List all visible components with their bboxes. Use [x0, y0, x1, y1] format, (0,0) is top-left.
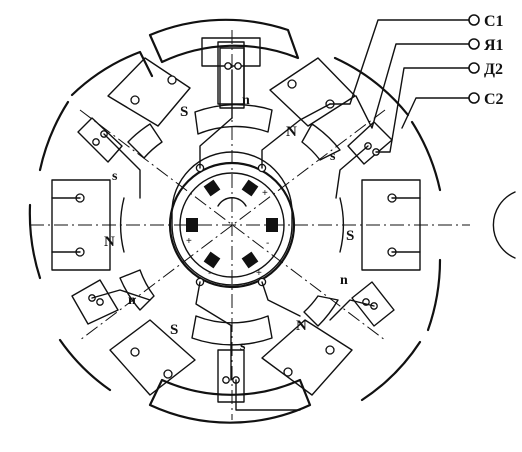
pole-label-bottom-left: S [170, 322, 178, 338]
terminal-c1-label: С1 [484, 13, 504, 30]
terminal-ya1[interactable]: Я1 [468, 37, 504, 54]
terminal-ya1-label: Я1 [484, 37, 504, 54]
brush-lower-right [241, 251, 259, 269]
pole-label-right: S [346, 228, 354, 244]
stator-yoke [28, 18, 442, 424]
aux-label-upper-right: s [330, 149, 336, 164]
terminal-ya1-ring[interactable] [468, 38, 480, 50]
terminal-c2-ring[interactable] [468, 92, 480, 104]
aux-label-lower-right: n [340, 273, 348, 288]
brush-upper-right [241, 179, 259, 197]
sign-lower-right: + [256, 268, 262, 279]
inner-pole-shoes [119, 103, 344, 346]
pole-label-bottom-right: N [296, 318, 307, 334]
terminal-d2-ring[interactable] [468, 62, 480, 74]
main-pole-top-right [269, 57, 356, 127]
sign-right: - [266, 238, 269, 249]
aux-label-lower-left: n [128, 293, 136, 308]
pole-label-left: N [104, 234, 115, 250]
main-pole-top-left [107, 57, 191, 127]
terminal-c1-ring[interactable] [468, 14, 480, 26]
pole-label-top-left: S [180, 104, 188, 120]
main-pole-bottom-left [109, 319, 196, 396]
brush-upper-left [203, 179, 221, 197]
terminal-c2-label: С2 [484, 91, 504, 108]
aux-pole-lower-left [71, 279, 119, 325]
aux-label-top: n [242, 93, 250, 108]
brushes [186, 179, 278, 269]
aux-pole-upper-left [77, 117, 123, 163]
sign-left: + [186, 236, 192, 247]
axis-lines [30, 30, 470, 420]
connection-wiring [51, 19, 471, 411]
terminal-c1[interactable]: С1 [468, 13, 504, 30]
aux-label-bottom: s [240, 339, 246, 354]
aux-label-upper-left: s [112, 169, 118, 184]
brush-lower-left [203, 251, 221, 269]
main-pole-bottom-right [261, 319, 353, 396]
terminal-c2[interactable]: С2 [468, 91, 504, 108]
sign-lower-left: - [208, 268, 211, 279]
external-half-circle [492, 191, 516, 259]
terminal-d2-label: Д2 [484, 61, 503, 78]
sign-upper-right: + [262, 188, 268, 199]
terminal-d2[interactable]: Д2 [468, 61, 503, 78]
pole-label-top-right: N [286, 124, 297, 140]
aux-pole-bottom [217, 325, 245, 403]
